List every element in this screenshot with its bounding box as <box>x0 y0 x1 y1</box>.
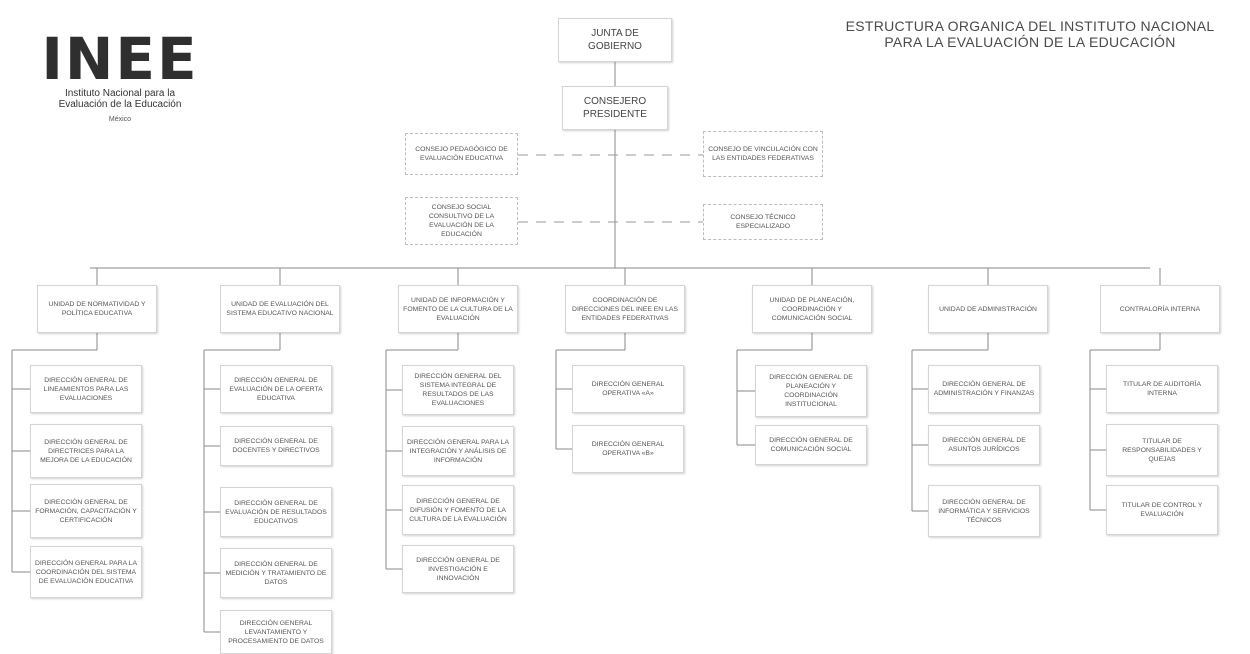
direccion-box-1-2: DIRECCIÓN GENERAL DE EVALUACIÓN DE RESUL… <box>220 487 332 537</box>
consejo-social-label: CONSEJO SOCIAL CONSULTIVO DE LA EVALUACI… <box>428 204 495 238</box>
logo-name-line2: Evaluación de la Educación <box>58 99 182 110</box>
direccion-box-0-0-label: DIRECCIÓN GENERAL DE LINEAMIENTOS PARA L… <box>43 376 129 402</box>
direccion-box-0-3: DIRECCIÓN GENERAL PARA LA COORDINACIÓN D… <box>30 546 142 598</box>
direccion-box-0-3-label: DIRECCIÓN GENERAL PARA LA COORDINACIÓN D… <box>35 559 137 585</box>
direccion-box-4-1: DIRECCIÓN GENERAL DE COMUNICACIÓN SOCIAL <box>755 425 867 465</box>
direccion-box-3-1-label: DIRECCIÓN GENERAL OPERATIVA «B» <box>591 441 665 457</box>
consejo-social-box: CONSEJO SOCIAL CONSULTIVO DE LA EVALUACI… <box>405 197 518 245</box>
direccion-box-6-2: TITULAR DE CONTROL Y EVALUACIÓN <box>1106 485 1218 535</box>
direccion-box-2-0-label: DIRECCIÓN GENERAL DEL SISTEMA INTEGRAL D… <box>414 373 502 407</box>
direccion-box-4-0-label: DIRECCIÓN GENERAL DE PLANEACIÓN Y COORDI… <box>769 374 853 408</box>
title-line2: PARA LA EVALUACIÓN DE LA EDUCACIÓN <box>884 34 1176 50</box>
direccion-box-0-2-label: DIRECCIÓN GENERAL DE FORMACIÓN, CAPACITA… <box>35 498 137 524</box>
direccion-box-0-1-label: DIRECCIÓN GENERAL DE DIRECTRICES PARA LA… <box>40 438 132 464</box>
consejo-tecnico-label: CONSEJO TÉCNICO ESPECIALIZADO <box>730 214 796 230</box>
direccion-box-1-0: DIRECCIÓN GENERAL DE EVALUACIÓN DE LA OF… <box>220 365 332 413</box>
direccion-box-1-3: DIRECCIÓN GENERAL DE MEDICIÓN Y TRATAMIE… <box>220 548 332 598</box>
direccion-box-0-1: DIRECCIÓN GENERAL DE DIRECTRICES PARA LA… <box>30 424 142 478</box>
unit-box-1-label: UNIDAD DE EVALUACIÓN DEL SISTEMA EDUCATI… <box>226 301 334 317</box>
direccion-box-3-0: DIRECCIÓN GENERAL OPERATIVA «A» <box>572 365 684 413</box>
unit-box-4: UNIDAD DE PLANEACIÓN, COORDINACIÓN Y COM… <box>752 285 872 333</box>
title-line1: ESTRUCTURA ORGANICA DEL INSTITUTO NACION… <box>845 18 1215 34</box>
direccion-box-2-2: DIRECCIÓN GENERAL DE DIFUSIÓN Y FOMENTO … <box>402 485 514 535</box>
consejero-presidente-box: CONSEJERO PRESIDENTE <box>562 86 668 130</box>
direccion-box-6-2-label: TITULAR DE CONTROL Y EVALUACIÓN <box>1121 502 1203 518</box>
direccion-box-5-0: DIRECCIÓN GENERAL DE ADMINISTRACIÓN Y FI… <box>928 365 1040 413</box>
direccion-box-1-0-label: DIRECCIÓN GENERAL DE EVALUACIÓN DE LA OF… <box>229 376 323 402</box>
unit-box-0: UNIDAD DE NORMATIVIDAD Y POLÍTICA EDUCAT… <box>37 285 157 333</box>
unit-box-4-label: UNIDAD DE PLANEACIÓN, COORDINACIÓN Y COM… <box>769 296 855 322</box>
direccion-box-5-2-label: DIRECCIÓN GENERAL DE INFORMÁTICA Y SERVI… <box>938 498 1030 524</box>
direccion-box-2-1-label: DIRECCIÓN GENERAL PARA LA INTEGRACIÓN Y … <box>407 438 509 464</box>
direccion-box-4-1-label: DIRECCIÓN GENERAL DE COMUNICACIÓN SOCIAL <box>769 437 853 453</box>
consejo-pedagogico-label: CONSEJO PEDAGÓGICO DE EVALUACIÓN EDUCATI… <box>415 146 508 162</box>
direccion-box-1-2-label: DIRECCIÓN GENERAL DE EVALUACIÓN DE RESUL… <box>225 499 327 525</box>
direccion-box-5-0-label: DIRECCIÓN GENERAL DE ADMINISTRACIÓN Y FI… <box>933 381 1035 397</box>
direccion-box-0-2: DIRECCIÓN GENERAL DE FORMACIÓN, CAPACITA… <box>30 484 142 538</box>
logo-name-line1: Instituto Nacional para la <box>64 88 176 99</box>
unit-box-5-label: UNIDAD DE ADMINISTRACIÓN <box>939 305 1037 313</box>
logo-country: México <box>108 116 132 123</box>
unit-box-0-label: UNIDAD DE NORMATIVIDAD Y POLÍTICA EDUCAT… <box>48 301 146 317</box>
direccion-box-6-0: TITULAR DE AUDITORÍA INTERNA <box>1106 365 1218 413</box>
direccion-box-0-0: DIRECCIÓN GENERAL DE LINEAMIENTOS PARA L… <box>30 365 142 413</box>
unit-box-6: CONTRALORÍA INTERNA <box>1100 285 1220 333</box>
direccion-box-4-0: DIRECCIÓN GENERAL DE PLANEACIÓN Y COORDI… <box>755 365 867 417</box>
logo-mark: INEE <box>41 25 199 93</box>
direccion-box-1-1-label: DIRECCIÓN GENERAL DE DOCENTES Y DIRECTIV… <box>232 438 320 454</box>
direccion-box-6-1: TITULAR DE RESPONSABILIDADES Y QUEJAS <box>1106 424 1218 476</box>
direccion-box-2-3-label: DIRECCIÓN GENERAL DE INVESTIGACIÓN E INN… <box>416 556 500 582</box>
consejo-tecnico-box: CONSEJO TÉCNICO ESPECIALIZADO <box>703 204 823 240</box>
unit-box-3: COORDINACIÓN DE DIRECCIONES DEL INEE EN … <box>565 285 685 333</box>
document-title: ESTRUCTURA ORGANICA DEL INSTITUTO NACION… <box>820 18 1240 50</box>
direccion-box-5-1-label: DIRECCIÓN GENERAL DE ASUNTOS JURÍDICOS <box>942 437 1026 453</box>
direccion-box-3-1: DIRECCIÓN GENERAL OPERATIVA «B» <box>572 425 684 473</box>
inee-logo: INEE Instituto Nacional para la Evaluaci… <box>40 30 200 123</box>
consejo-vinculacion-label: CONSEJO DE VINCULACIÓN CON LAS ENTIDADES… <box>708 146 818 162</box>
direccion-box-5-2: DIRECCIÓN GENERAL DE INFORMÁTICA Y SERVI… <box>928 485 1040 537</box>
consejero-presidente-label: CONSEJERO PRESIDENTE <box>583 96 647 120</box>
unit-box-3-label: COORDINACIÓN DE DIRECCIONES DEL INEE EN … <box>572 296 678 322</box>
direccion-box-1-1: DIRECCIÓN GENERAL DE DOCENTES Y DIRECTIV… <box>220 426 332 466</box>
direccion-box-2-3: DIRECCIÓN GENERAL DE INVESTIGACIÓN E INN… <box>402 545 514 593</box>
unit-box-5: UNIDAD DE ADMINISTRACIÓN <box>928 285 1048 333</box>
direccion-box-1-3-label: DIRECCIÓN GENERAL DE MEDICIÓN Y TRATAMIE… <box>225 560 327 586</box>
junta-de-gobierno-box: JUNTA DE GOBIERNO <box>558 18 672 62</box>
direccion-box-2-0: DIRECCIÓN GENERAL DEL SISTEMA INTEGRAL D… <box>402 365 514 415</box>
direccion-box-1-4: DIRECCIÓN GENERAL LEVANTAMIENTO Y PROCES… <box>220 610 332 654</box>
direccion-box-1-4-label: DIRECCIÓN GENERAL LEVANTAMIENTO Y PROCES… <box>228 619 324 645</box>
direccion-box-5-1: DIRECCIÓN GENERAL DE ASUNTOS JURÍDICOS <box>928 425 1040 465</box>
direccion-box-6-1-label: TITULAR DE RESPONSABILIDADES Y QUEJAS <box>1122 437 1202 463</box>
consejo-vinculacion-box: CONSEJO DE VINCULACIÓN CON LAS ENTIDADES… <box>703 131 823 177</box>
direccion-box-6-0-label: TITULAR DE AUDITORÍA INTERNA <box>1122 381 1202 397</box>
direccion-box-2-2-label: DIRECCIÓN GENERAL DE DIFUSIÓN Y FOMENTO … <box>409 497 507 523</box>
junta-de-gobierno-label: JUNTA DE GOBIERNO <box>588 28 642 52</box>
unit-box-6-label: CONTRALORÍA INTERNA <box>1119 305 1201 313</box>
unit-box-2: UNIDAD DE INFORMACIÓN Y FOMENTO DE LA CU… <box>398 285 518 333</box>
unit-box-1: UNIDAD DE EVALUACIÓN DEL SISTEMA EDUCATI… <box>220 285 340 333</box>
direccion-box-3-0-label: DIRECCIÓN GENERAL OPERATIVA «A» <box>591 381 665 397</box>
unit-box-2-label: UNIDAD DE INFORMACIÓN Y FOMENTO DE LA CU… <box>403 296 513 322</box>
consejo-pedagogico-box: CONSEJO PEDAGÓGICO DE EVALUACIÓN EDUCATI… <box>405 133 518 175</box>
direccion-box-2-1: DIRECCIÓN GENERAL PARA LA INTEGRACIÓN Y … <box>402 426 514 476</box>
